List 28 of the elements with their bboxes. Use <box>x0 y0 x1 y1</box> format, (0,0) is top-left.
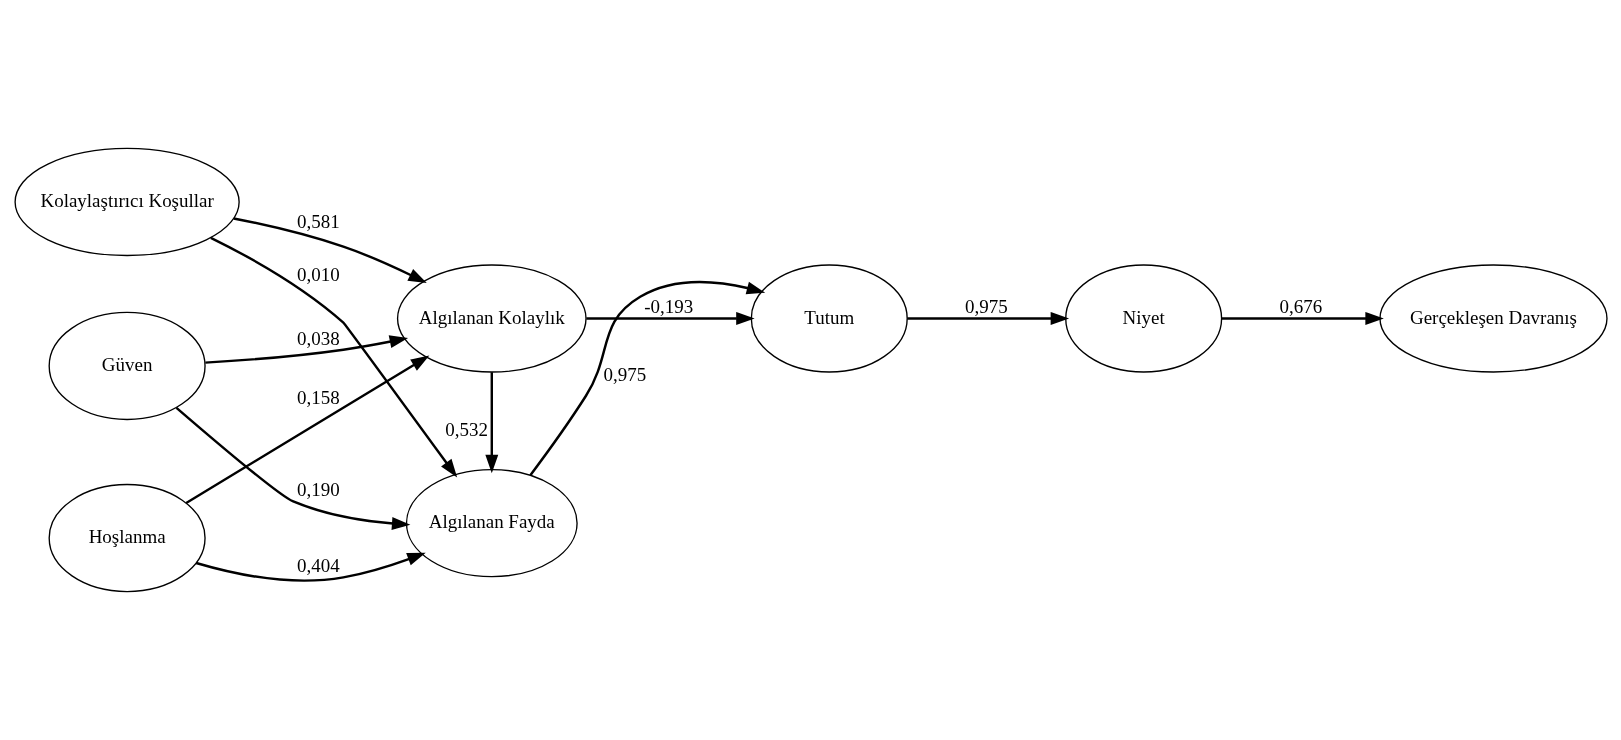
arrow <box>195 552 426 582</box>
arrow <box>175 406 410 530</box>
arrow <box>1221 312 1384 325</box>
node-ellipse: Kolaylaştırıcı Koşullar <box>13 147 240 257</box>
edge-label: -0,193 <box>643 296 693 318</box>
arrow <box>233 217 427 284</box>
edge-label: 0,158 <box>296 387 340 409</box>
node-ellipse: Gerçekleşen Davranış <box>1378 264 1608 373</box>
node-ellipse: Tutum <box>750 264 908 373</box>
edge-label: 0,190 <box>296 479 340 501</box>
edge-label: 0,532 <box>444 418 488 440</box>
arrow <box>484 372 498 474</box>
arrow <box>528 280 765 476</box>
edge-label: 0,010 <box>296 263 340 285</box>
edge-label: 0,975 <box>602 364 646 386</box>
node-ellipse: Güven <box>48 311 206 421</box>
edge-label: 0,676 <box>1279 296 1322 318</box>
arrow <box>906 312 1069 325</box>
node-ellipse: Niyet <box>1064 264 1222 373</box>
edge-label: 0,404 <box>296 555 340 577</box>
edge-label: 0,975 <box>964 296 1008 318</box>
arrow <box>204 335 408 364</box>
edge-label: 0,038 <box>296 327 340 349</box>
arrow <box>209 236 457 478</box>
arrow <box>185 355 429 505</box>
edge-label: 0,581 <box>296 210 340 232</box>
arrow <box>585 312 755 325</box>
node-ellipse: Hoşlanma <box>48 483 206 593</box>
